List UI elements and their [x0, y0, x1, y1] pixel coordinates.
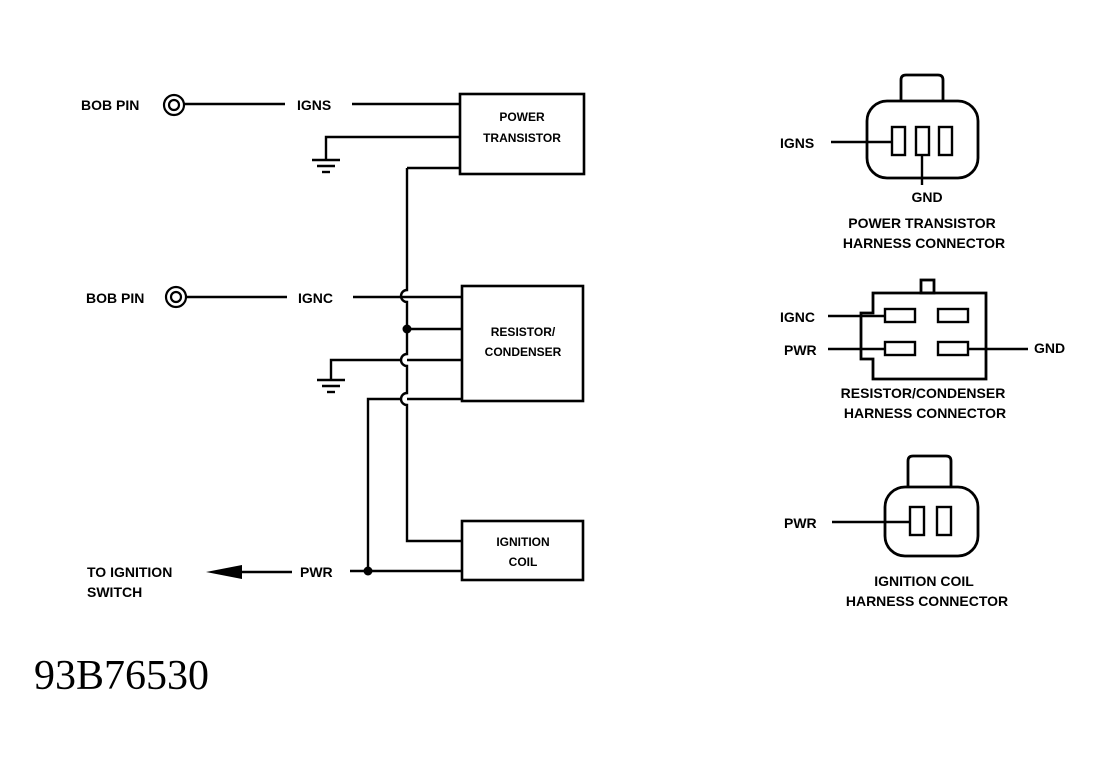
coil-label-1: IGNITION: [496, 535, 549, 549]
ic-terminal-1: [908, 505, 926, 537]
to-ignition-label-1: TO IGNITION: [87, 564, 172, 580]
ic-connector-title-2: HARNESS CONNECTOR: [846, 593, 1008, 609]
pt-connector-tab: [899, 73, 945, 101]
figure-code: 93B76530: [34, 653, 209, 699]
bob-pin-1-label: BOB PIN: [81, 97, 139, 113]
ground-2-icon: [317, 378, 345, 394]
bob-pin-2-icon: [164, 285, 188, 309]
bob-pin-1-icon: [162, 93, 186, 117]
pt-connector-title-1: POWER TRANSISTOR: [848, 215, 996, 231]
rc-connector-body: [859, 291, 988, 381]
bob-pin-2-label: BOB PIN: [86, 290, 144, 306]
junction-dot-1: [402, 324, 412, 334]
rc-terminal-2: [936, 307, 970, 324]
wire-pt-ground: [324, 135, 460, 160]
pt-terminal-1: [890, 125, 907, 157]
pt-terminal-3: [937, 125, 954, 157]
wire-res-ground-b: [329, 358, 401, 380]
arrow-left-icon: [206, 565, 242, 579]
resistor-condenser-connector: IGNC PWR GND RESISTOR/CONDENSER HARNESS …: [780, 278, 1065, 421]
power-transistor-connector: IGNS GND POWER TRANSISTOR HARNESS CONNEC…: [780, 73, 1005, 251]
rc-terminal-3: [883, 340, 917, 357]
junction-dot-2: [363, 566, 373, 576]
ic-connector-tab: [906, 454, 953, 487]
wire-trunk: [399, 168, 462, 543]
power-transistor-label-2: TRANSISTOR: [483, 131, 561, 145]
ic-pwr-label: PWR: [784, 515, 817, 531]
rc-ignc-label: IGNC: [780, 309, 815, 325]
pt-gnd-label: GND: [911, 189, 942, 205]
pwr-label: PWR: [300, 564, 333, 580]
rc-terminal-1: [883, 307, 917, 324]
ignition-coil-connector: PWR IGNITION COIL HARNESS CONNECTOR: [784, 454, 1008, 609]
rc-pwr-label: PWR: [784, 342, 817, 358]
power-transistor-label-1: POWER: [499, 110, 545, 124]
ignition-coil-box: [460, 519, 585, 582]
power-transistor-box: [458, 92, 586, 176]
rc-terminal-4: [936, 340, 970, 357]
wire-pwr-resistor-b: [366, 397, 401, 571]
rc-connector-title-1: RESISTOR/CONDENSER: [841, 385, 1006, 401]
rc-connector-key: [919, 278, 936, 295]
coil-label-2: COIL: [509, 555, 538, 569]
igns-label: IGNS: [297, 97, 331, 113]
ground-1-icon: [312, 158, 340, 174]
resistor-label-1: RESISTOR/: [491, 325, 556, 339]
ignc-label: IGNC: [298, 290, 333, 306]
rc-connector-title-2: HARNESS CONNECTOR: [844, 405, 1006, 421]
pt-terminal-2: [914, 125, 931, 157]
resistor-condenser-box: [460, 284, 585, 403]
pt-igns-label: IGNS: [780, 135, 814, 151]
pt-connector-title-2: HARNESS CONNECTOR: [843, 235, 1005, 251]
rc-gnd-label: GND: [1034, 340, 1065, 356]
ic-terminal-2: [935, 505, 953, 537]
schematic: BOB PIN IGNS POWER TRANSISTOR BOB PIN IG…: [81, 92, 586, 600]
resistor-label-2: CONDENSER: [485, 345, 562, 359]
ic-connector-title-1: IGNITION COIL: [874, 573, 974, 589]
to-ignition-label-2: SWITCH: [87, 584, 142, 600]
